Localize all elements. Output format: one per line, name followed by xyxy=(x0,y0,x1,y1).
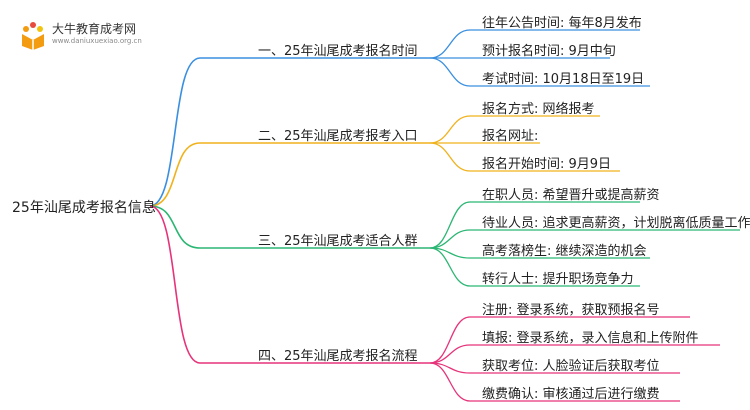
branch-node: 三、25年汕尾成考适合人群 xyxy=(258,234,418,249)
leaf-node: 报名方式: 网络报考 xyxy=(482,102,595,117)
branch-to-leaf-connector xyxy=(429,316,471,364)
leaf-node: 注册: 登录系统，获取预报名号 xyxy=(482,303,660,318)
leaf-node: 考试时间: 10月18日至19日 xyxy=(482,72,645,87)
branch-to-leaf-connector xyxy=(429,29,471,59)
branch-to-leaf-connector xyxy=(429,344,471,364)
root-to-branch-connector xyxy=(149,142,201,207)
branch-node: 二、25年汕尾成考报考入口 xyxy=(258,129,418,144)
leaf-node: 填报: 登录系统，录入信息和上传附件 xyxy=(482,331,699,346)
leaf-node: 转行人士: 提升职场竞争力 xyxy=(482,272,634,287)
leaf-node: 待业人员: 追求更高薪资，计划脱离低质量工作 xyxy=(482,216,750,231)
leaf-node: 在职人员: 希望晋升或提高薪资 xyxy=(482,188,660,203)
branch-to-leaf-connector xyxy=(429,229,471,249)
root-to-branch-connector xyxy=(149,205,201,249)
leaf-node: 缴费确认: 审核通过后进行缴费 xyxy=(482,387,660,402)
branch-to-leaf-connector xyxy=(429,362,471,402)
book-logo-icon xyxy=(22,22,44,50)
branch-to-leaf-connector xyxy=(429,115,471,144)
root-to-branch-connector xyxy=(149,205,201,364)
leaf-node: 报名开始时间: 9月9日 xyxy=(482,157,612,172)
root-node: 25年汕尾成考报名信息 xyxy=(12,200,156,216)
leaf-node: 往年公告时间: 每年8月发布 xyxy=(482,16,642,31)
branch-to-leaf-connector xyxy=(429,201,471,249)
branch-to-leaf-connector xyxy=(429,247,471,287)
branch-to-leaf-connector xyxy=(429,142,471,172)
leaf-node: 高考落榜生: 继续深造的机会 xyxy=(482,244,647,259)
branch-node: 四、25年汕尾成考报名流程 xyxy=(258,349,418,364)
leaf-node: 获取考位: 人脸验证后获取考位 xyxy=(482,359,660,374)
leaf-node: 报名网址: xyxy=(482,129,539,144)
branch-to-leaf-connector xyxy=(429,57,471,87)
logo-url: www.daniuxuexiao.org.cn xyxy=(52,37,142,45)
branch-node: 一、25年汕尾成考报名时间 xyxy=(258,44,418,59)
logo-title: 大牛教育成考网 xyxy=(52,22,137,36)
leaf-node: 预计报名时间: 9月中旬 xyxy=(482,44,616,59)
root-to-branch-connector xyxy=(149,57,201,207)
logo: 大牛教育成考网 www.daniuxuexiao.org.cn xyxy=(18,14,168,54)
